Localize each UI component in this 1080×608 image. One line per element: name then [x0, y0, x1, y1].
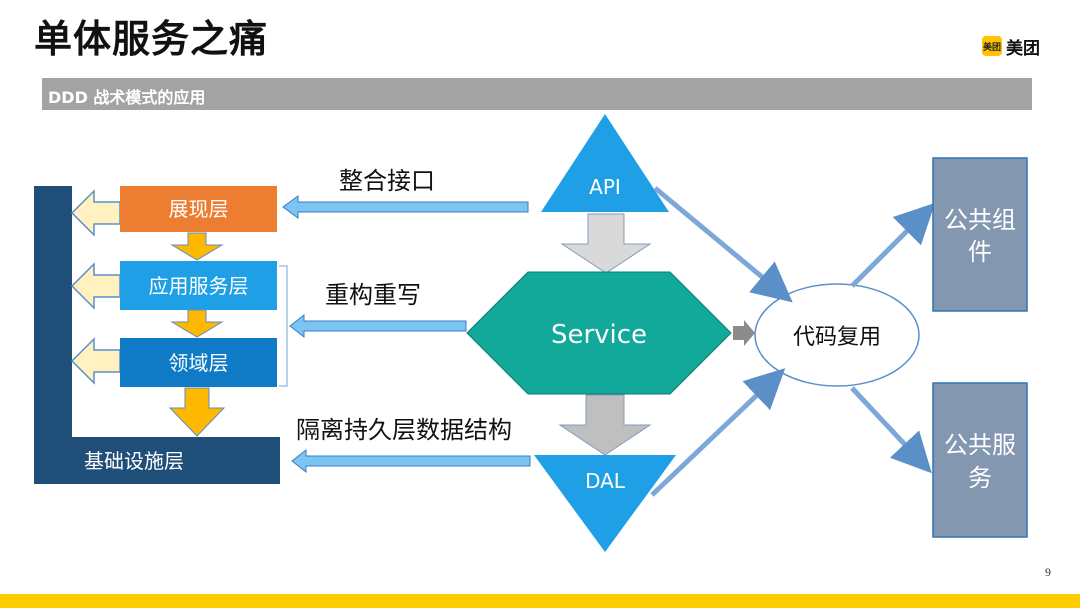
- left-arrow-domain: [70, 337, 121, 385]
- dal-triangle: [534, 455, 676, 552]
- presentation-layer-label: 展现层: [169, 197, 229, 221]
- down-arrow-2: [170, 309, 224, 338]
- meituan-logo-icon: 美团: [982, 36, 1002, 56]
- arrow-api-to-presentation: [282, 195, 529, 219]
- arrow-api-to-service: [560, 213, 652, 274]
- api-arrow-label: 整合接口: [339, 167, 435, 195]
- slide-title: 单体服务之痛: [34, 17, 269, 61]
- service-arrow-label: 重构重写: [325, 281, 421, 309]
- application-layer-box: [120, 261, 277, 310]
- arrow-dal-to-infrastructure: [291, 448, 531, 474]
- application-layer-label: 应用服务层: [149, 274, 249, 298]
- code-reuse-label: 代码复用: [793, 325, 881, 350]
- section-banner: DDD 战术模式的应用: [42, 78, 1032, 110]
- down-arrow-1: [170, 232, 224, 261]
- arrow-api-to-reuse: [653, 186, 793, 303]
- infrastructure-layer-shape: [34, 186, 280, 484]
- page-number: 9: [1045, 565, 1051, 579]
- public-component-label-line1: 公共组: [944, 206, 1016, 234]
- dal-arrow-label: 隔离持久层数据结构: [296, 416, 512, 444]
- public-component-label-line2: 件: [968, 238, 992, 266]
- presentation-layer-box: [120, 186, 277, 232]
- domain-layer-label: 领域层: [169, 351, 229, 375]
- arrow-service-to-application: [289, 313, 467, 339]
- footer-bar: [0, 594, 1080, 608]
- infrastructure-layer-label: 基础设施层: [84, 449, 184, 473]
- api-triangle: [541, 114, 669, 212]
- public-service-label-line2: 务: [968, 464, 992, 492]
- arrow-reuse-to-service: [850, 386, 932, 474]
- meituan-logo-text: 美团: [1006, 38, 1040, 59]
- api-label: API: [589, 175, 621, 199]
- service-hexagon: [466, 271, 732, 395]
- arrow-service-to-reuse: [733, 320, 755, 346]
- left-arrow-application: [70, 262, 121, 310]
- layer-bracket: [279, 265, 288, 387]
- arrow-dal-to-reuse: [650, 368, 786, 497]
- public-component-box: [932, 157, 1028, 312]
- code-reuse-ellipse: [754, 283, 920, 387]
- dal-label: DAL: [585, 469, 626, 493]
- arrow-service-to-dal: [558, 394, 652, 456]
- meituan-logo: 美团 美团: [982, 36, 1040, 59]
- arrow-reuse-to-component: [850, 202, 936, 288]
- left-arrow-presentation: [70, 189, 121, 237]
- public-service-box: [932, 382, 1028, 538]
- public-service-label-line1: 公共服: [944, 431, 1016, 459]
- domain-layer-box: [120, 338, 277, 387]
- section-banner-text: DDD 战术模式的应用: [48, 88, 206, 107]
- service-label: Service: [551, 320, 647, 350]
- down-arrow-3: [168, 387, 226, 437]
